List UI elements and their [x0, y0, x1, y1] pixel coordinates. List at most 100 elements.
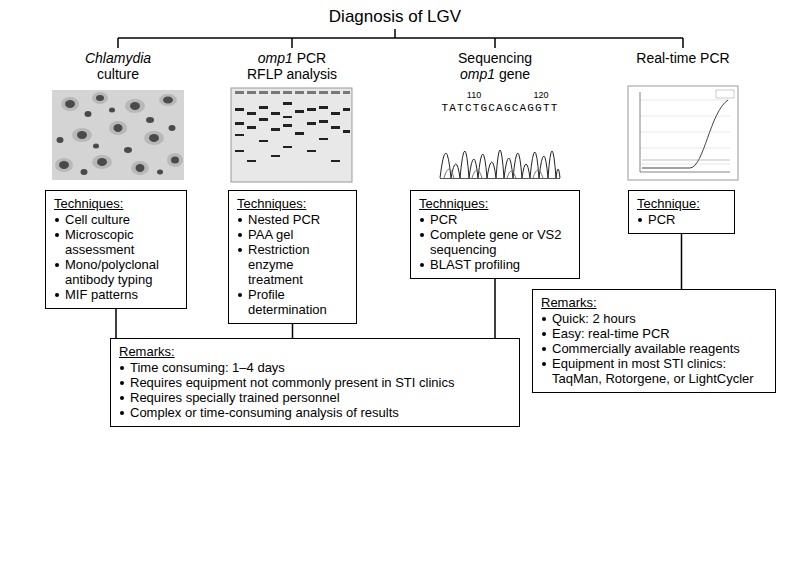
realtime-pcr-plot — [628, 86, 738, 180]
bullet-row: Cell culture — [54, 212, 178, 227]
box-heading: Techniques: — [237, 196, 348, 211]
rflp-gel — [231, 88, 352, 182]
bullet-text: PCR — [648, 212, 675, 227]
tree-lines — [118, 29, 683, 48]
rflp-gel-part — [231, 88, 352, 182]
rflp-gel-part-part — [247, 112, 256, 115]
rflp-gel-part-part — [283, 102, 292, 105]
rflp-gel-part-part — [343, 108, 350, 111]
culture-micrograph-part-part — [92, 155, 112, 169]
bullet-row: Mono/polyclonal antibody typing — [54, 257, 178, 287]
bullet-text: BLAST profiling — [430, 257, 520, 272]
column-heading: omp1 PCR RFLP analysis — [241, 50, 343, 82]
bullet-text: Restriction enzyme treatment — [248, 242, 348, 287]
box-heading: Remarks: — [119, 344, 511, 359]
rflp-gel-part-part — [259, 106, 268, 109]
bullet-row: PAA gel — [237, 227, 348, 242]
rflp-gel-part-part — [271, 155, 280, 157]
rflp-gel-part-part — [283, 91, 292, 94]
rflp-gel-part-part — [331, 126, 340, 129]
rflp-gel-part — [235, 91, 350, 94]
sequence-label: 110 — [459, 90, 489, 101]
culture-micrograph-part-part — [92, 92, 108, 104]
culture-micrograph-part-part — [57, 137, 64, 143]
bullet-text: PAA gel — [248, 227, 293, 242]
rflp-gel-part-part — [331, 91, 340, 94]
rflp-gel-part-part — [319, 91, 328, 94]
bullet-row: Microscopic assessment — [54, 227, 178, 257]
bullet-dot — [420, 263, 424, 267]
realtime-pcr-plot-part — [642, 160, 730, 161]
connector-line — [681, 234, 683, 289]
connector-line — [494, 279, 496, 338]
technique-box: Techniques:Cell cultureMicroscopic asses… — [45, 190, 187, 309]
bullet-row: PCR — [419, 212, 571, 227]
culture-micrograph-part — [55, 92, 183, 175]
culture-micrograph-part-part — [72, 128, 92, 142]
diagram-title: Diagnosis of LGV — [329, 7, 461, 27]
box-heading: Techniques: — [54, 196, 178, 211]
bullet-dot — [120, 366, 124, 370]
rflp-gel-part-part — [319, 138, 328, 140]
culture-micrograph-part-part — [77, 131, 87, 139]
culture-micrograph-part-part — [124, 147, 132, 153]
rflp-gel-part-part — [247, 160, 256, 162]
rflp-gel-part-part — [235, 122, 244, 125]
bullet-row: Commercially available reagents — [541, 341, 767, 356]
rflp-gel-part-part — [331, 112, 340, 115]
bullet-row: Equipment in most STI clinics: TaqMan, R… — [541, 356, 767, 386]
rflp-gel-part-part — [235, 134, 244, 136]
technique-box: Techniques:Nested PCRPAA gelRestriction … — [228, 190, 357, 324]
rflp-gel-part — [235, 102, 350, 162]
realtime-pcr-plot-part-part — [640, 132, 730, 133]
bullet-row: Restriction enzyme treatment — [237, 242, 348, 287]
bullet-text: Time consuming: 1–4 days — [130, 360, 285, 375]
bullet-text: Complex or time-consuming analysis of re… — [130, 405, 399, 420]
bullet-dot — [238, 233, 242, 237]
realtime-pcr-plot-part — [716, 90, 734, 98]
bullet-row: Requires equipment not commonly present … — [119, 375, 511, 390]
remarks-box: Remarks:Time consuming: 1–4 daysRequires… — [110, 338, 520, 427]
bullet-text: Requires specially trained personnel — [130, 390, 340, 405]
culture-micrograph-part-part — [109, 108, 115, 113]
tree-lines-part — [117, 38, 119, 48]
bullet-text: Quick: 2 hours — [552, 311, 636, 326]
rflp-gel-part-part — [295, 110, 304, 113]
bullet-row: Easy: real-time PCR — [541, 326, 767, 341]
bullet-dot — [120, 411, 124, 415]
culture-micrograph-part-part — [136, 164, 145, 172]
sequence-label: 120 — [526, 90, 556, 101]
bullet-row: Time consuming: 1–4 days — [119, 360, 511, 375]
sequence-chromatogram-part — [440, 178, 560, 179]
rflp-gel-part-part — [307, 122, 316, 125]
culture-micrograph-part-part — [149, 134, 159, 142]
bullet-dot — [542, 317, 546, 321]
sequence-chromatogram-part — [444, 169, 543, 178]
bullet-text: MIF patterns — [65, 287, 138, 302]
bullet-dot — [420, 218, 424, 222]
tree-lines-part — [118, 37, 683, 39]
rflp-gel-part-part — [307, 91, 316, 94]
rflp-gel-part-part — [271, 128, 280, 131]
culture-micrograph-part-part — [159, 94, 177, 106]
tree-lines-part — [682, 38, 684, 48]
bullet-dot — [638, 218, 642, 222]
bullet-text: Equipment in most STI clinics: TaqMan, R… — [552, 356, 767, 386]
culture-micrograph-part-part — [131, 161, 149, 175]
rflp-gel-part-part — [331, 160, 340, 162]
bullet-text: Microscopic assessment — [65, 227, 178, 257]
tree-lines-part — [291, 38, 293, 48]
bullet-text: Requires equipment not commonly present … — [130, 375, 454, 390]
bullet-dot — [420, 233, 424, 237]
rflp-gel-part-part — [307, 108, 316, 111]
realtime-pcr-plot-part-part — [640, 164, 730, 165]
column-heading: Real-time PCR — [618, 50, 748, 66]
bullet-dot — [238, 248, 242, 252]
bullet-row: Quick: 2 hours — [541, 311, 767, 326]
bullet-dot — [55, 263, 59, 267]
rflp-gel-part-part — [235, 150, 244, 152]
bullet-dot — [542, 362, 546, 366]
rflp-gel-part-part — [283, 116, 292, 118]
bullet-row: Profile determination — [237, 287, 348, 317]
bullet-text: Easy: real-time PCR — [552, 326, 670, 341]
